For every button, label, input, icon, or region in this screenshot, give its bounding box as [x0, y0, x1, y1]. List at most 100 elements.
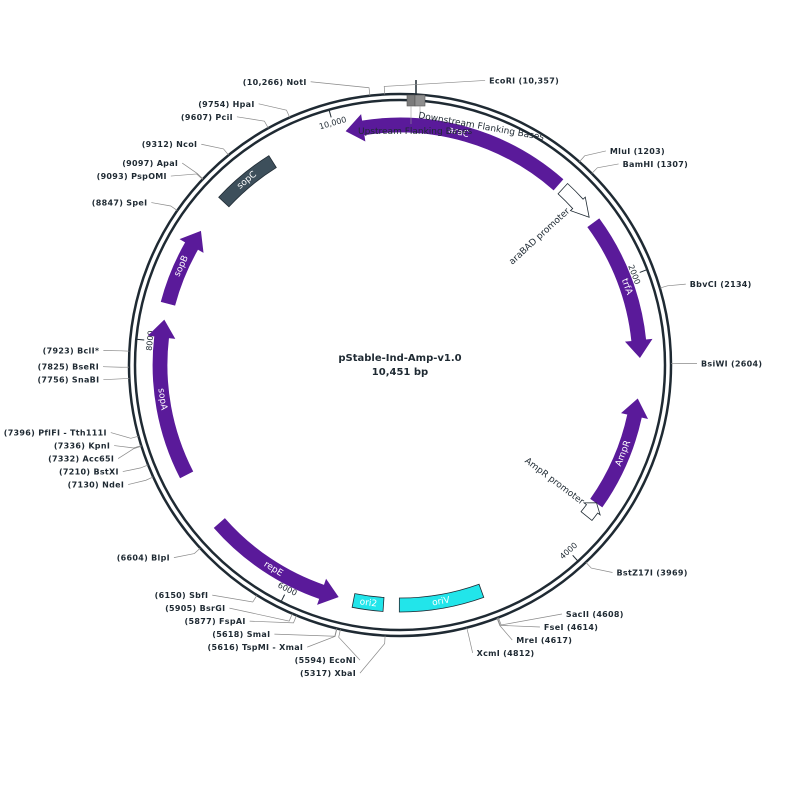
site-pspomi[interactable]: (9093) PspOMI — [97, 172, 203, 181]
site-label: MluI (1203) — [610, 146, 665, 155]
site-pcii[interactable]: (9607) PciI — [181, 112, 269, 129]
site-hpai[interactable]: (9754) HpaI — [198, 99, 291, 118]
site-xbai[interactable]: (5317) XbaI — [300, 635, 386, 678]
site-apai[interactable]: (9097) ApaI — [122, 159, 204, 180]
site-position: (4812) — [503, 648, 534, 657]
upstream-flank-box[interactable] — [406, 94, 416, 107]
site-bamhi[interactable]: BamHI (1307) — [591, 159, 688, 174]
site-leader — [212, 594, 258, 603]
site-label: (5616) TspMI - XmaI — [208, 643, 304, 652]
feature-label: araC — [447, 125, 470, 140]
site-position: (8847) — [92, 198, 126, 207]
site-leader — [466, 627, 473, 654]
site-ndei[interactable]: (7130) NdeI — [68, 476, 154, 489]
site-label: EcoRI (10,357) — [489, 76, 559, 85]
feature-trfa[interactable]: trfA — [587, 218, 653, 359]
feature-label: araBAD promoter — [508, 206, 573, 267]
site-position: (7130) — [68, 480, 102, 489]
site-label: BstZ17I (3969) — [617, 568, 688, 577]
feature-shape[interactable] — [147, 319, 194, 479]
site-label: BamHI (1307) — [623, 159, 688, 168]
feature-sopb[interactable]: sopB — [160, 230, 204, 306]
feature-shape[interactable] — [398, 583, 485, 613]
tick-mark — [639, 269, 648, 273]
site-bbvci[interactable]: BbvCI (2134) — [659, 280, 752, 289]
site-econi[interactable]: (5594) EcoNI — [295, 629, 361, 665]
site-label: (9097) ApaI — [122, 159, 178, 168]
feature-shape[interactable] — [580, 502, 601, 522]
site-spei[interactable]: (8847) SpeI — [92, 198, 178, 211]
site-ncoi[interactable]: (9312) NcoI — [142, 140, 229, 156]
site-mlui[interactable]: MluI (1203) — [579, 146, 665, 163]
site-sacii[interactable]: SacII (4608) — [497, 609, 623, 626]
feature-shape[interactable] — [218, 155, 277, 208]
feature-shape[interactable] — [160, 230, 204, 306]
site-leader — [114, 445, 142, 449]
site-tspmi-xmai[interactable]: (5616) TspMI - XmaI — [208, 628, 338, 652]
site-bstxi[interactable]: (7210) BstXI — [59, 464, 149, 476]
site-enzyme: ApaI — [157, 159, 179, 168]
site-bsrgi[interactable]: (5905) BsrGI — [165, 604, 293, 622]
feature-shape[interactable] — [351, 593, 385, 612]
site-position: (5616) — [208, 643, 242, 652]
site-smai[interactable]: (5618) SmaI — [212, 628, 337, 639]
plasmid-backbone — [127, 92, 673, 638]
site-pflfi-tth111i[interactable]: (7396) PflFI - Tth111I — [4, 428, 139, 439]
feature-ori2[interactable]: ori2 — [351, 593, 385, 612]
site-leader — [117, 445, 142, 459]
site-label: (7336) KpnI — [54, 441, 110, 450]
feature-shape[interactable] — [587, 218, 653, 359]
site-enzyme: SpeI — [126, 198, 147, 207]
feature-repe[interactable]: repE — [213, 518, 339, 605]
site-leader — [170, 173, 203, 180]
feature-arac[interactable]: araC — [345, 114, 564, 191]
site-kpni[interactable]: (7336) KpnI — [54, 441, 142, 450]
site-xcmi[interactable]: XcmI (4812) — [466, 627, 535, 658]
site-leader — [383, 80, 486, 95]
site-enzyme: XbaI — [335, 669, 356, 678]
feature-arabad-promoter[interactable]: araBAD promoter — [508, 182, 590, 268]
downstream-flank-box[interactable] — [414, 94, 426, 107]
site-bseri[interactable]: (7825) BseRI — [38, 362, 130, 371]
tick-mark — [572, 555, 579, 562]
feature-label: oriV — [431, 595, 451, 608]
site-enzyme: Acc65I — [83, 454, 115, 463]
site-leader — [258, 103, 291, 118]
site-position: (2134) — [720, 280, 751, 289]
feature-shape[interactable] — [345, 114, 564, 191]
site-position: (7336) — [54, 441, 88, 450]
site-enzyme: BclI* — [77, 346, 100, 355]
site-label: (5317) XbaI — [300, 669, 356, 678]
site-enzyme: MluI — [610, 146, 634, 155]
site-bcli[interactable]: (7923) BclI* — [43, 346, 130, 355]
site-label: (7130) NdeI — [68, 480, 125, 489]
feature-ampr-promoter[interactable]: AmpR promoter — [522, 456, 601, 522]
site-position: (1203) — [634, 146, 665, 155]
site-snabi[interactable]: (7756) SnaBI — [37, 375, 130, 384]
site-position: (7923) — [43, 346, 77, 355]
site-position: (9093) — [97, 172, 131, 181]
site-label: BbvCI (2134) — [690, 280, 752, 289]
feature-sopa[interactable]: sopA — [147, 319, 194, 479]
tick-label: 4000 — [558, 541, 579, 561]
site-bsiwi[interactable]: BsiWI (2604) — [670, 359, 762, 368]
site-noti[interactable]: (10,266) NotI — [243, 77, 371, 96]
feature-shape[interactable] — [213, 518, 339, 605]
feature-shape[interactable] — [557, 182, 590, 218]
site-label: (6604) BlpI — [117, 553, 170, 562]
site-fsei[interactable]: FseI (4614) — [497, 617, 598, 632]
site-blpi[interactable]: (6604) BlpI — [117, 547, 201, 562]
site-leader — [359, 635, 386, 674]
plasmid-length: 10,451 bp — [372, 367, 428, 378]
site-mrei[interactable]: MreI (4617) — [496, 617, 572, 644]
site-bstz17i[interactable]: BstZ17I (3969) — [585, 562, 688, 577]
site-leader — [497, 613, 562, 626]
site-fspai[interactable]: (5877) FspAI — [185, 615, 297, 626]
site-enzyme: NotI — [286, 77, 306, 86]
site-sbfi[interactable]: (6150) SbfI — [155, 591, 258, 603]
site-ecori[interactable]: EcoRI (10,357) — [383, 76, 559, 95]
site-acc65i[interactable]: (7332) Acc65I — [48, 445, 142, 463]
site-leader — [128, 476, 154, 485]
feature-oriv[interactable]: oriV — [398, 583, 485, 613]
site-label: (8847) SpeI — [92, 198, 148, 207]
